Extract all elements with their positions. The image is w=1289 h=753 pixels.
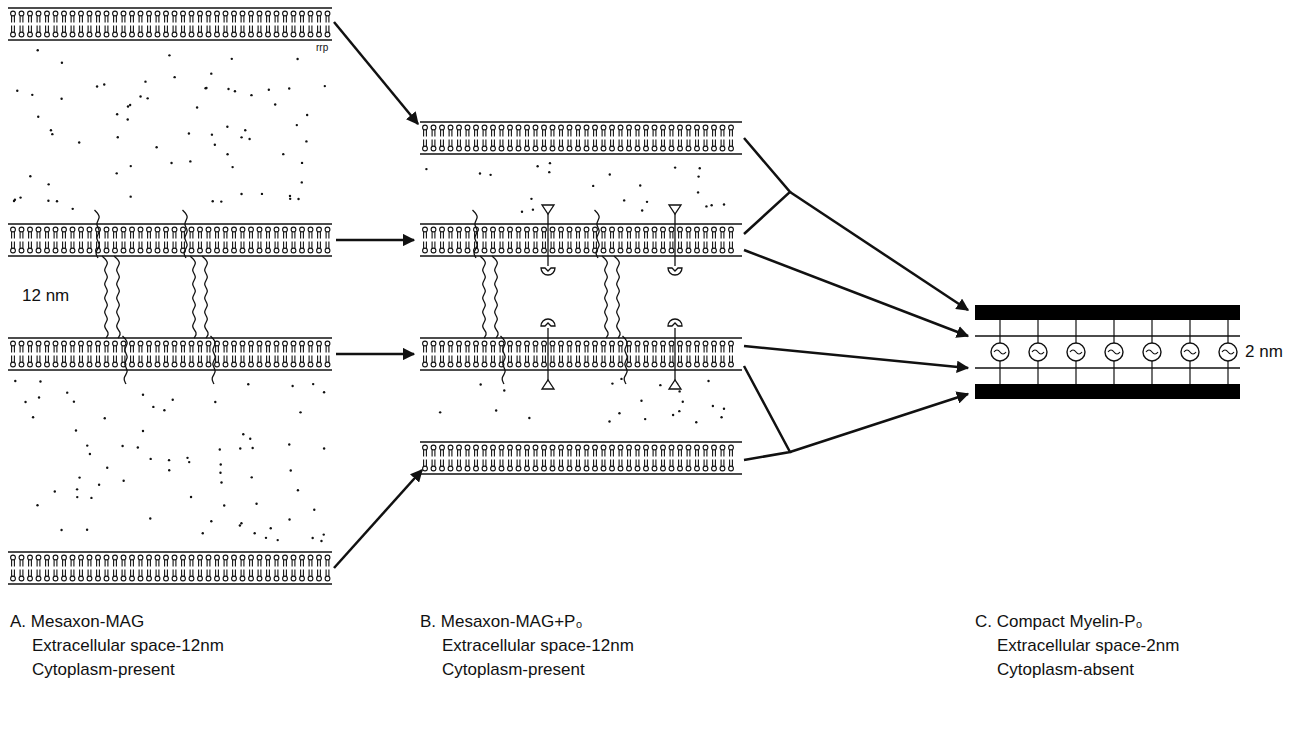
transition-arrows (334, 22, 968, 568)
mag-molecule (95, 210, 128, 384)
p0-molecule (668, 319, 682, 389)
merge-line (744, 366, 790, 460)
arrow (744, 346, 968, 368)
merge-line (744, 138, 790, 234)
dimension-label: 12 nm (22, 286, 69, 306)
lipid-bilayer (8, 224, 332, 256)
p0-domain (1029, 343, 1047, 361)
arrow (336, 239, 414, 242)
panel-note: Extracellular space-12nm (32, 636, 224, 656)
membranes (8, 8, 742, 584)
panel-note: Cytoplasm-present (32, 660, 175, 680)
panel-title: B. Mesaxon-MAG+P₀ (420, 612, 582, 632)
cytoplasm-dots (13, 49, 326, 210)
panel-title: A. Mesaxon-MAG (10, 612, 144, 632)
p0-domain (1067, 343, 1085, 361)
panel-note: Cytoplasm-absent (997, 660, 1134, 680)
lipid-bilayer (420, 122, 742, 154)
panel-note: Extracellular space-2nm (997, 636, 1179, 656)
cytoplasm-dots (439, 378, 725, 424)
p0-domain (1105, 343, 1123, 361)
lipid-bilayer (8, 8, 332, 40)
arrow (790, 192, 968, 310)
p0-molecule (668, 205, 682, 275)
lipid-bilayer (420, 338, 742, 370)
arrow (336, 353, 414, 356)
dense-line (975, 384, 1240, 399)
arrow (334, 470, 422, 568)
arrow (744, 250, 968, 336)
p0-domain-mark (1146, 350, 1158, 354)
p0-domain-mark (1070, 350, 1082, 354)
p0-molecule (541, 319, 555, 389)
mag-molecule (595, 210, 628, 384)
mag-molecule (183, 210, 216, 384)
residue-label: rrp (316, 42, 328, 54)
lipid-bilayer (8, 338, 332, 370)
dimension-label: 2 nm (1245, 342, 1283, 362)
cytoplasm-dots (14, 380, 325, 542)
p0-domain (1219, 343, 1237, 361)
intraperiod-line (975, 335, 1240, 336)
p0-domain-mark (1222, 350, 1234, 354)
panel-title: C. Compact Myelin-P₀ (975, 612, 1143, 632)
p0-domain-mark (1108, 350, 1120, 354)
lipid-bilayer (420, 224, 742, 256)
panel-note: Cytoplasm-present (442, 660, 585, 680)
panel-note: Extracellular space-12nm (442, 636, 634, 656)
dense-line (975, 305, 1240, 320)
p0-domain-mark (1184, 350, 1196, 354)
p0-domain (1181, 343, 1199, 361)
arrow (790, 394, 968, 452)
mag-molecule (473, 210, 506, 384)
intraperiod-line (975, 367, 1240, 368)
p0-domain-mark (994, 350, 1006, 354)
p0-domain (1143, 343, 1161, 361)
p0-molecule (541, 205, 555, 275)
p0-domain (991, 343, 1009, 361)
arrow (334, 22, 418, 124)
lipid-bilayer (420, 442, 742, 474)
compact-myelin (975, 305, 1240, 399)
lipid-bilayer (8, 552, 332, 584)
p0-domain-mark (1032, 350, 1044, 354)
